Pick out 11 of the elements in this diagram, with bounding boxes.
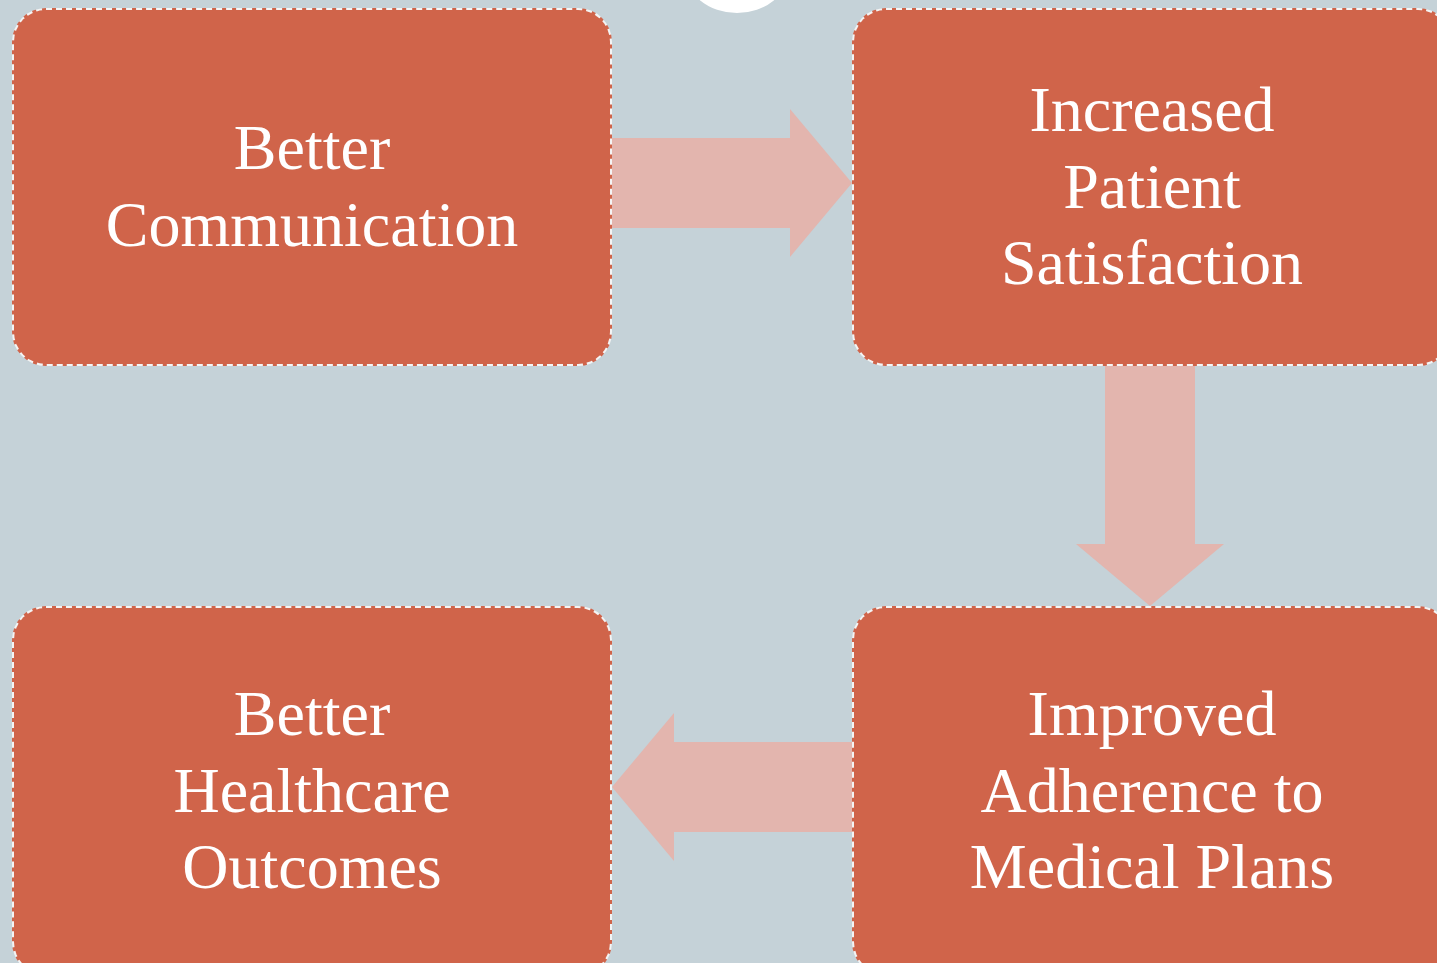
- box-label: Improved Adherence to Medical Plans: [968, 676, 1336, 905]
- process-box: [12, 8, 612, 366]
- box-label: Better Communication: [104, 111, 520, 262]
- process-box: [852, 8, 1437, 366]
- box-label: Better Healthcare Outcomes: [172, 676, 452, 905]
- process-box: [12, 606, 612, 963]
- block-arrow: [612, 713, 852, 861]
- block-arrow: [612, 109, 852, 257]
- block-arrow: [1076, 366, 1224, 606]
- process-box: [852, 606, 1437, 963]
- box-label: Increased Patient Satisfaction: [999, 72, 1305, 301]
